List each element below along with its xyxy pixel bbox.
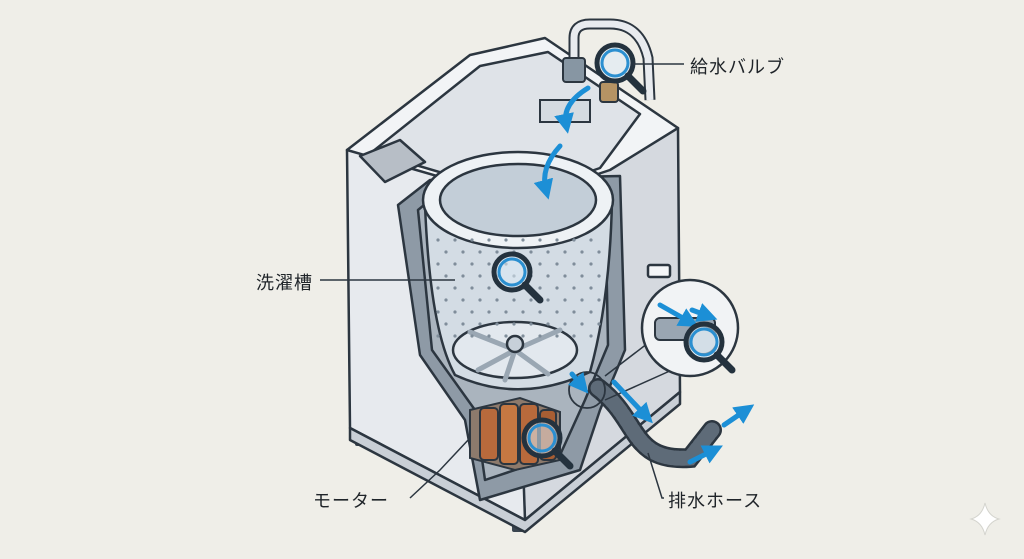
label-water-valve: 給水バルブ bbox=[690, 57, 785, 78]
drain-hose bbox=[588, 378, 722, 469]
leader-lines bbox=[320, 63, 684, 499]
label-motor: モーター bbox=[313, 491, 389, 512]
label-drain-hose: 排水ホース bbox=[668, 491, 763, 512]
flow-arrow-icon bbox=[533, 85, 755, 465]
drum-perforation-dots bbox=[436, 238, 601, 338]
wash-tub-drum bbox=[421, 150, 615, 391]
label-wash-tub: 洗濯槽 bbox=[256, 273, 313, 294]
sparkle-icon bbox=[969, 502, 1001, 536]
